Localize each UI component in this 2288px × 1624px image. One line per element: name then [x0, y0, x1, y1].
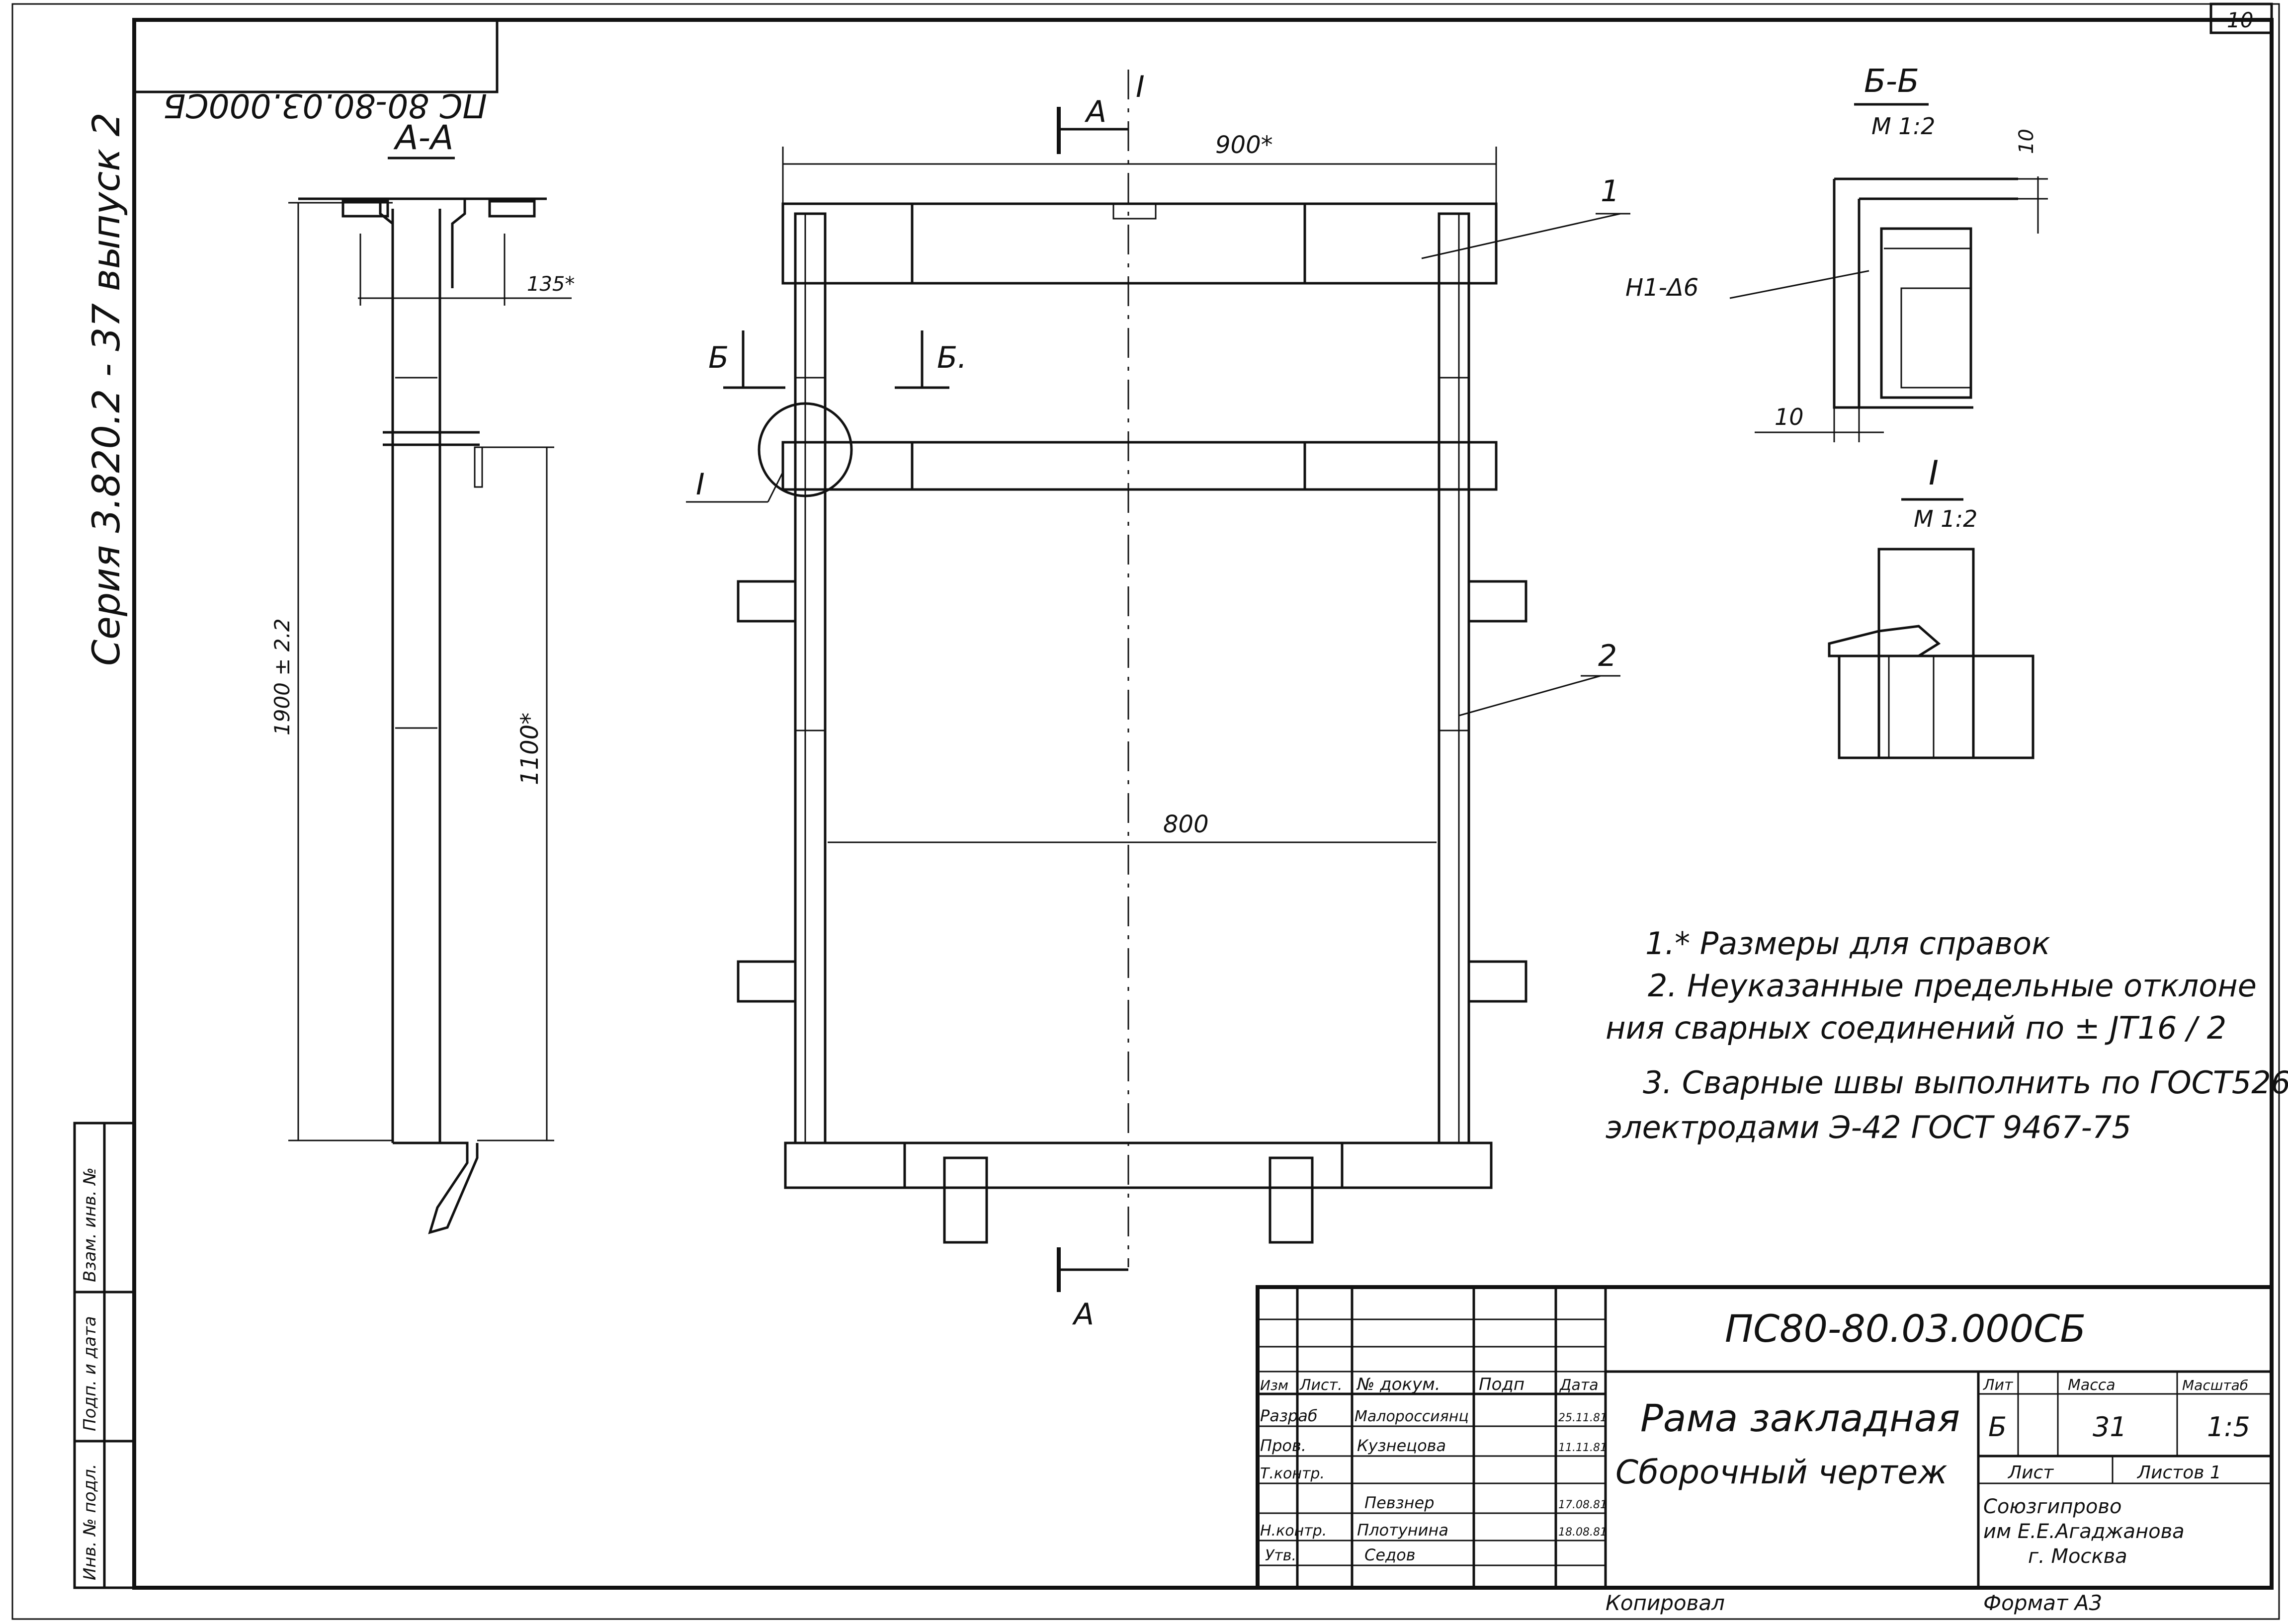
tb-row6-role: Утв.: [1265, 1547, 1296, 1564]
section-aa-view: А-А 135* 1900 ± 2.2 1100*: [270, 118, 575, 1234]
tb-name-2: Сборочный чертеж: [1615, 1453, 1948, 1491]
note-2b: ния сварных соединений по ± JT16 / 2: [1606, 1010, 2226, 1046]
tb-head-date: Дата: [1559, 1377, 1599, 1394]
node-mark: I: [696, 467, 705, 502]
tb-head-scale: Масштаб: [2182, 1377, 2248, 1393]
title-block: ПС80-80.03.000СБ Рама закладная Сборочны…: [1256, 1285, 2274, 1590]
tb-name-1: Рама закладная: [1640, 1396, 1960, 1440]
tb-designation: ПС80-80.03.000СБ: [1725, 1306, 2086, 1351]
detail-i-title: I: [1929, 454, 1939, 493]
callout-part-1: 1: [1601, 174, 1619, 209]
dim-height-partial: 1100*: [516, 713, 544, 785]
tb-row5-date: 18.08.81: [1558, 1526, 1607, 1539]
tb-row1-date: 25.11.81: [1558, 1412, 1607, 1424]
weld-callout: Н1-Δ6: [1625, 274, 1698, 302]
note-2a: 2. Неуказанные предельные отклоне: [1648, 968, 2257, 1004]
dim-width-top: 900*: [1215, 131, 1273, 159]
stamp-inv-no: Инв. № подл.: [80, 1463, 100, 1580]
note-1: 1.* Размеры для справок: [1645, 925, 2050, 962]
dim-height-full: 1900 ± 2.2: [270, 618, 294, 735]
tb-row5-role: Н.контр.: [1260, 1522, 1327, 1540]
bb-dim-side: 10: [1775, 404, 1804, 430]
tb-sheets-label: Листов 1: [2136, 1462, 2221, 1483]
cut-mark-a-bottom: А: [1072, 1297, 1094, 1332]
tb-head-list: Лист.: [1299, 1377, 1343, 1394]
bb-dim-top: 10: [2015, 129, 2038, 154]
section-bb-title: Б-Б: [1864, 63, 1919, 100]
tb-row2-date: 11.11.81: [1558, 1442, 1607, 1454]
outer-frame: [11, 3, 2280, 1620]
tb-sheet-label: Лист: [2007, 1462, 2054, 1483]
sheet-number-box: [2209, 2, 2273, 34]
inner-frame: [132, 18, 2274, 1590]
tb-row1-name: Малороссиянц: [1355, 1408, 1469, 1425]
axis-mark: I: [1136, 70, 1145, 104]
footer-copied: Копировал: [1606, 1591, 1725, 1615]
tb-row1-role: Разраб: [1260, 1406, 1318, 1425]
cut-mark-b-right: Б.: [937, 340, 967, 375]
tb-scale-value: 1:5: [2207, 1411, 2250, 1443]
series-label: Серия 3.820.2 - 37 выпуск 2: [84, 112, 128, 666]
tb-row6-name: Седов: [1364, 1545, 1416, 1564]
stamp-replace-inv: Взам. инв. №: [80, 1167, 100, 1282]
tb-head-sign: Подп: [1479, 1375, 1525, 1394]
sheet-number: 10: [2227, 8, 2253, 32]
detail-i-view: I М 1:2: [1828, 454, 2034, 759]
tb-row5-name: Плотунина: [1357, 1521, 1448, 1540]
footer-format: Формат А3: [1983, 1591, 2102, 1615]
tb-row4-date: 17.08.81: [1558, 1499, 1607, 1511]
mirrored-designation: ПС 80-80.03.000СБ: [163, 86, 487, 125]
tb-row2-role: Пров.: [1260, 1436, 1306, 1455]
mirrored-designation-box: ПС 80-80.03.000СБ: [133, 18, 499, 125]
tb-head-mass: Масса: [2068, 1377, 2116, 1394]
note-3a: 3. Сварные швы выполнить по ГОСТ5264-80: [1643, 1064, 2288, 1101]
tb-org-1: Союзгипрово: [1983, 1495, 2121, 1518]
callout-part-2: 2: [1598, 639, 1617, 673]
tb-mass-value: 31: [2093, 1411, 2127, 1443]
tb-org-3: г. Москва: [2028, 1545, 2127, 1568]
tb-head-izm: Изм: [1260, 1377, 1288, 1393]
tb-row2-name: Кузнецова: [1357, 1436, 1446, 1455]
tb-head-doc: № докум.: [1356, 1375, 1441, 1394]
detail-i-scale: М 1:2: [1914, 505, 1977, 532]
section-bb-scale: М 1:2: [1871, 113, 1935, 140]
tb-org-2: им Е.Е.Агаджанова: [1983, 1520, 2185, 1543]
tb-lit-value: Б: [1988, 1411, 2007, 1443]
cut-mark-a-top: А: [1084, 94, 1106, 129]
main-front-view: I А А 900*: [686, 70, 1630, 1332]
dim-depth: 135*: [527, 273, 575, 296]
tb-head-lit: Лит: [1983, 1377, 2014, 1394]
cut-mark-b-left: Б: [708, 340, 729, 375]
dim-inner-width: 800: [1163, 811, 1209, 838]
left-stamp: Инв. № подл. Подп. и дата Взам. инв. №: [73, 1122, 136, 1589]
note-3b: электродами Э-42 ГОСТ 9467-75: [1606, 1109, 2131, 1145]
section-bb-view: Б-Б М 1:2 10 10 Н1-Δ6: [1625, 63, 2048, 442]
notes-block: 1.* Размеры для справок 2. Неуказанные п…: [1606, 925, 2288, 1145]
tb-row4-name: Певзнер: [1364, 1493, 1435, 1512]
section-aa-title: А-А: [393, 118, 454, 158]
stamp-sign-date: Подп. и дата: [80, 1316, 100, 1431]
tb-row3-role: Т.контр.: [1260, 1465, 1325, 1482]
